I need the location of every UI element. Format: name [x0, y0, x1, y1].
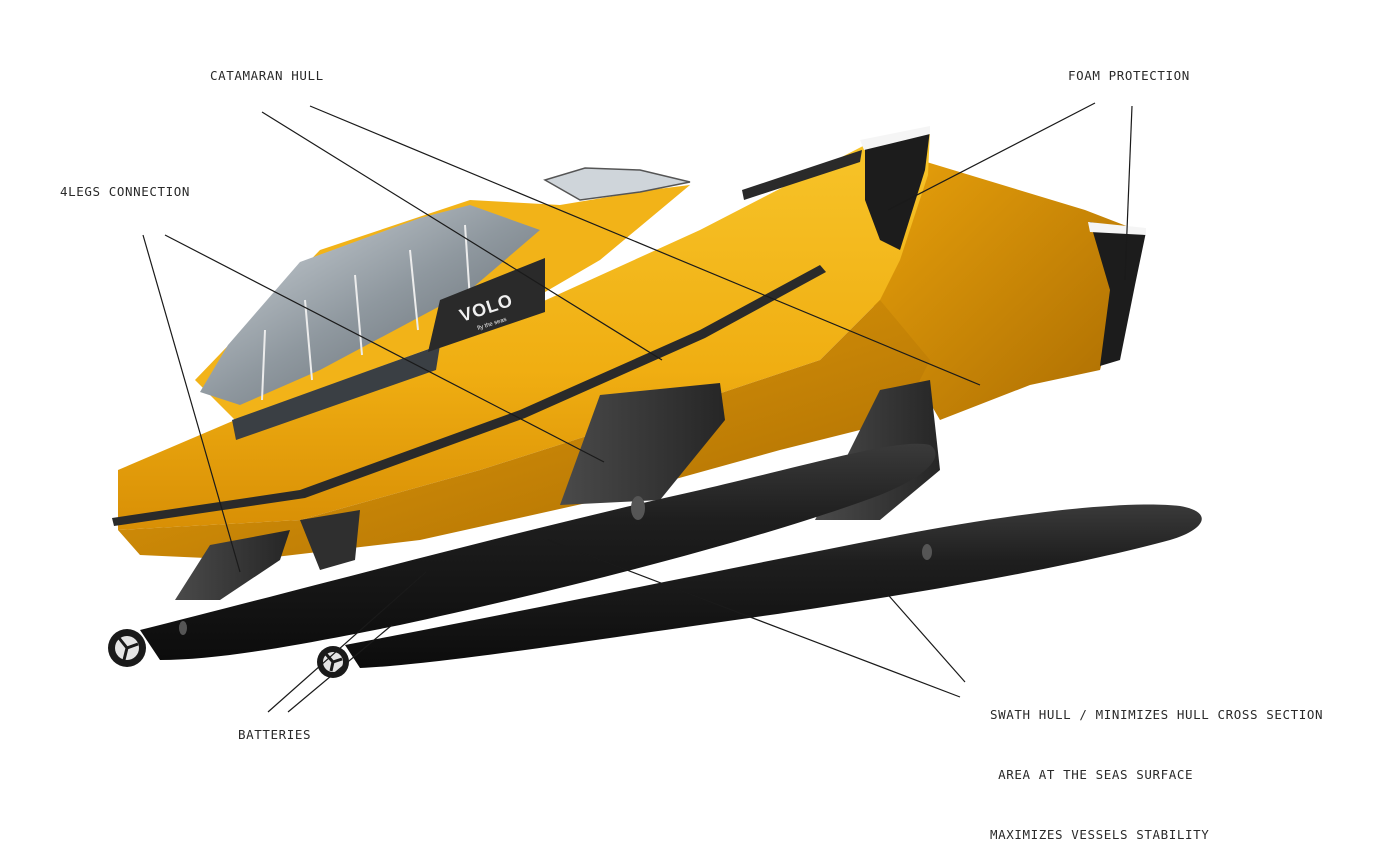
- propeller-front: [108, 629, 146, 667]
- boat-illustration: VOLO fly the seas: [108, 102, 1202, 713]
- leader-swath-1: [874, 579, 966, 683]
- leader-batteries-1: [267, 571, 427, 713]
- callout-swath-line-3: MAXIMIZES VESSELS STABILITY: [990, 827, 1210, 842]
- logo-panel: VOLO fly the seas: [428, 258, 545, 352]
- leader-legs-2: [164, 234, 605, 463]
- leader-catamaran-1: [261, 111, 663, 361]
- callout-catamaran-hull: CATAMARAN HULL: [210, 68, 324, 83]
- leader-catamaran-2: [309, 105, 981, 386]
- leader-lines: [142, 102, 1133, 713]
- callout-legs-connection: 4LEGS CONNECTION: [60, 184, 191, 199]
- main-hull: [112, 126, 930, 560]
- rear-hull: [870, 160, 1146, 420]
- callout-swath-line-1: SWATH HULL / MINIMIZES HULL CROSS SECTIO…: [990, 707, 1324, 722]
- front-pontoon: [140, 443, 936, 660]
- callout-swath-hull: SWATH HULL / MINIMIZES HULL CROSS SECTIO…: [990, 665, 1323, 865]
- rear-pontoon: [345, 504, 1202, 668]
- leader-legs-1: [142, 234, 241, 573]
- propeller-rear: [317, 646, 349, 678]
- callout-swath-line-2: AREA AT THE SEAS SURFACE: [990, 767, 1194, 782]
- callout-foam-protection: FOAM PROTECTION: [1068, 68, 1190, 83]
- leader-batteries-2: [287, 624, 393, 713]
- leader-foam-1: [887, 102, 1096, 211]
- leader-foam-2: [1124, 105, 1133, 281]
- leader-swath-2: [547, 539, 961, 698]
- callout-batteries: BATTERIES: [238, 727, 312, 742]
